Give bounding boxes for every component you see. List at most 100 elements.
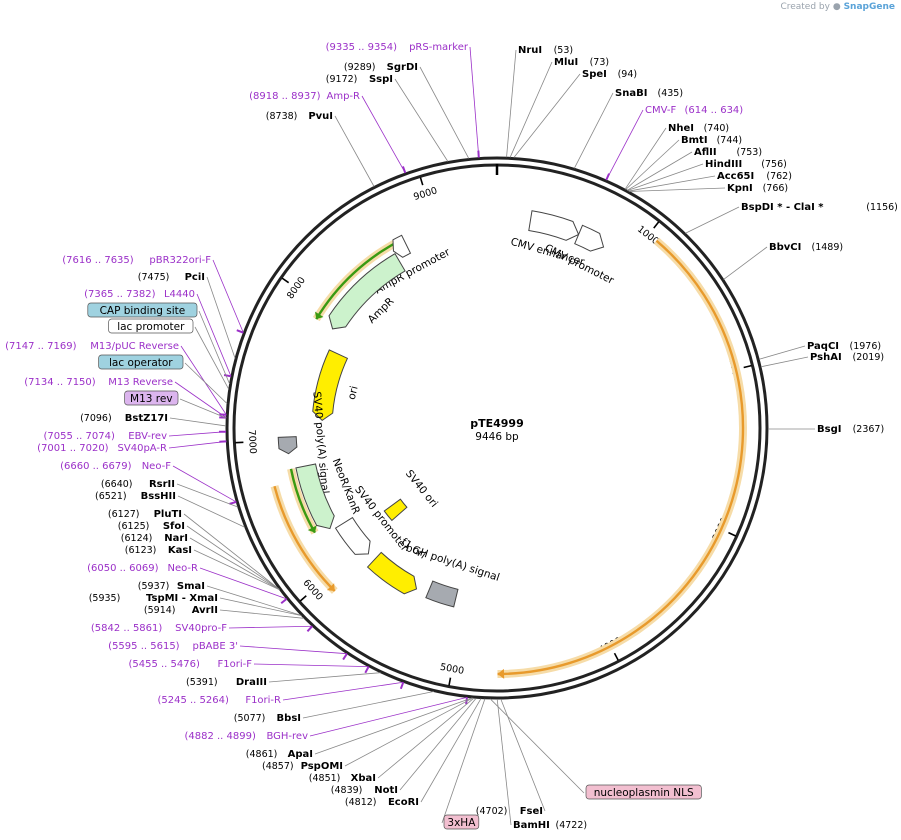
leader-line: [228, 625, 313, 629]
label-pos: (7616 .. 7635): [62, 255, 134, 266]
label-pos: (94): [618, 69, 638, 80]
scale-tick-mark: [613, 652, 619, 661]
label-pos: (5937): [138, 581, 170, 592]
label-name-avrii: AvrII: [192, 605, 218, 616]
leader-line: [239, 645, 348, 655]
plasmid-length: 9446 bp: [475, 431, 519, 443]
scale-tick-mark: [653, 221, 660, 229]
label-name-pshai: PshAI: [810, 352, 842, 363]
label-name-bsgi: BsgI: [817, 424, 841, 435]
leader-line: [196, 293, 232, 377]
leader-line: [183, 513, 280, 590]
orf-neor-arrowhead: [307, 525, 317, 533]
leader-line: [302, 691, 434, 719]
leader-line: [394, 78, 449, 162]
feature-label-sv40-ori: SV40 ori: [403, 468, 440, 510]
leader-line: [179, 398, 227, 419]
label-pos: (744): [717, 135, 743, 146]
leader-line: [419, 66, 470, 159]
label-pos: (4812): [345, 797, 377, 808]
leader-line: [627, 163, 704, 191]
leader-line: [506, 49, 517, 158]
label-name-bspdi-clai: BspDI * - ClaI *: [741, 202, 824, 213]
scale-tick-label: 8000: [285, 275, 308, 301]
leader-line: [206, 585, 302, 616]
leader-line: [628, 175, 716, 192]
label-pos: (5595 .. 5615): [108, 641, 180, 652]
leader-line: [344, 697, 474, 767]
feature-label-cmv-promoter: CMV promoter: [543, 242, 617, 287]
label-name-f1ori-f: F1ori-F: [218, 659, 253, 670]
label-pos: (5455 .. 5476): [128, 659, 200, 670]
leader-line: [169, 417, 227, 427]
label-pos: (740): [704, 123, 730, 134]
primer-tick: [236, 329, 244, 334]
leader-line: [605, 109, 644, 181]
primer-tick: [342, 653, 348, 661]
snapgene-logo-icon: ●: [832, 2, 841, 12]
label-pos: (7475): [138, 272, 170, 283]
label-pos: (73): [590, 57, 610, 68]
label-name-amp-r: Amp-R: [327, 91, 361, 102]
label-pos: (4882 .. 4899): [184, 731, 256, 742]
label-pos: (6123): [125, 545, 157, 556]
orf-ampr-arrowhead: [315, 311, 324, 320]
leader-line: [626, 151, 693, 191]
site-labels: pRS-marker(9335 .. 9354)SgrDI(9289)SspI(…: [5, 42, 898, 831]
label-pos: (4839): [331, 785, 363, 796]
leader-line: [199, 567, 287, 600]
label-name-paqci: PaqCI: [807, 341, 839, 352]
leader-line: [685, 206, 740, 234]
label-pos: (614 .. 634): [685, 105, 744, 116]
label-pos: (9289): [344, 62, 376, 73]
label-box: [585, 784, 702, 800]
snapgene-credit: Created by ● SnapGene: [780, 2, 895, 12]
label-pos: (5077): [234, 713, 266, 724]
leader-line: [629, 187, 726, 192]
label-name-l4440: L4440: [164, 289, 195, 300]
label-name-m13-puc-reverse: M13/pUC Reverse: [90, 341, 179, 352]
primer-tick: [465, 697, 468, 705]
label-name-ecori: EcoRI: [388, 797, 419, 808]
label-name-kpni: KpnI: [727, 183, 753, 194]
label-pos: (8738): [266, 111, 298, 122]
label-name-bsshii: BssHII: [141, 491, 176, 502]
label-name-m13-reverse: M13 Reverse: [108, 377, 173, 388]
leader-line: [198, 310, 230, 385]
leader-line: [399, 697, 477, 791]
label-pos: (762): [766, 171, 792, 182]
scale-tick-mark: [419, 177, 424, 186]
leader-line: [441, 698, 486, 824]
leader-line: [172, 465, 237, 503]
label-pos: (6640): [101, 479, 133, 490]
label-name-spei: SpeI: [582, 69, 607, 80]
leader-line: [625, 139, 680, 190]
leader-line: [180, 345, 227, 415]
backbone-outer-ring: [225, 156, 769, 700]
center-title: pTE4999 9446 bp: [470, 417, 524, 443]
label-pos: (7096): [80, 413, 112, 424]
label-name-neo-f: Neo-F: [142, 461, 172, 472]
label-name-acc65i: Acc65I: [717, 171, 754, 182]
credit-brand: SnapGene: [843, 2, 895, 12]
feature-sv40-ori: [383, 498, 408, 522]
leader-line: [282, 681, 404, 701]
label-pos: (6127): [108, 509, 140, 520]
orf-main-halo: [497, 237, 747, 678]
label-name-hindiii: HindIII: [705, 159, 742, 170]
feature-ampr-promoter: [392, 234, 412, 258]
scale-tick-mark: [743, 364, 752, 369]
scale-tick-label: 5000: [439, 662, 465, 677]
label-name-tspmi-xmai: TspMI - XmaI: [146, 593, 218, 604]
label-name-pcii: PciI: [185, 272, 205, 283]
label-pos: (6521): [95, 491, 127, 502]
credit-prefix: Created by: [780, 2, 830, 12]
label-box: [98, 354, 184, 370]
feature-neor-kanr: [295, 463, 335, 530]
orf-neo-sv-arrowhead: [326, 583, 335, 592]
label-pos: (1976): [850, 341, 882, 352]
scale-tick-mark: [728, 531, 737, 537]
leader-line: [469, 46, 480, 158]
